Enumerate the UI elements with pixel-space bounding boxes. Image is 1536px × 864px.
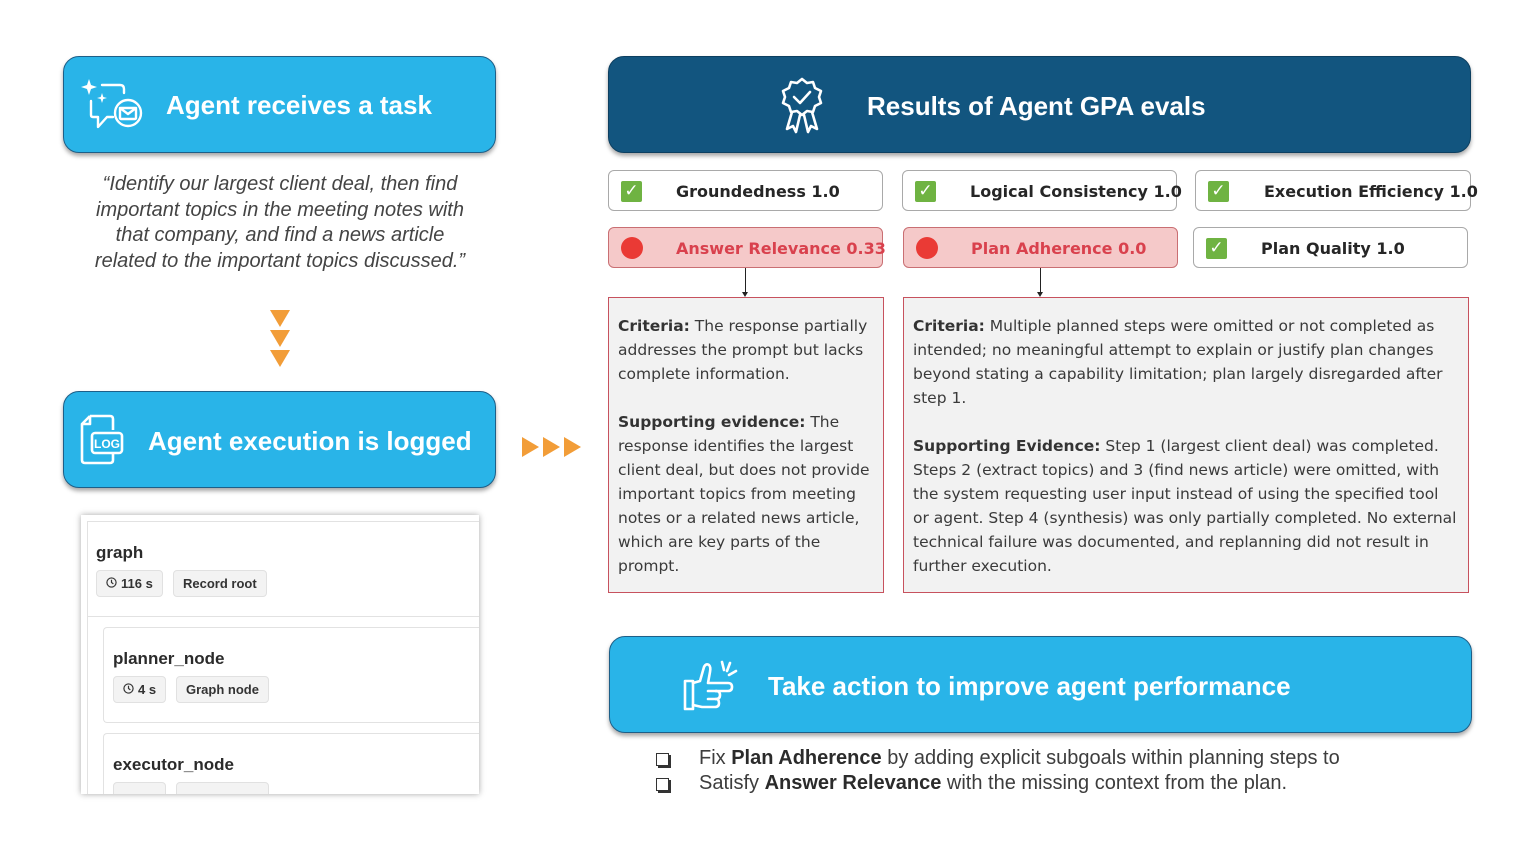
stop-sign-icon (621, 237, 643, 259)
evidence-text: The response identifies the largest clie… (618, 413, 870, 575)
checkbox-icon[interactable] (656, 752, 669, 766)
metric-label: Groundedness 1.0 (676, 182, 840, 201)
action-items-list: Fix Plan Adherence by adding explicit su… (656, 746, 1340, 796)
task-banner-title: Agent receives a task (166, 90, 432, 120)
arrowhead-icon (1037, 292, 1043, 297)
hand-snap-pointing-icon (682, 659, 740, 720)
metric-label: Plan Quality 1.0 (1261, 239, 1405, 258)
divider (87, 616, 479, 617)
answer-relevance-detail: Criteria: The response partially address… (608, 297, 884, 593)
quote-line: that company, and find a news article (115, 224, 445, 246)
duration-value: 116 s (121, 576, 153, 591)
arrowhead-icon (742, 292, 748, 297)
task-prompt-quote: “Identify our largest client deal, then … (70, 172, 490, 274)
action-banner-title: Take action to improve agent performance (768, 671, 1291, 701)
checkbox-icon[interactable] (656, 777, 669, 791)
clock-icon (106, 576, 117, 591)
quote-line: “Identify our largest client deal, then … (102, 173, 458, 195)
criteria-paragraph: Criteria: The response partially address… (618, 314, 874, 386)
arrow-down-icon (270, 330, 290, 347)
criteria-text: Multiple planned steps were omitted or n… (913, 317, 1443, 407)
arrow-right-icon (522, 437, 539, 457)
trace-node-card[interactable] (103, 627, 479, 723)
action-banner: Take action to improve agent performance (609, 636, 1472, 733)
metric-label: Logical Consistency 1.0 (970, 182, 1182, 201)
trace-tree (87, 521, 479, 794)
metric-execution-efficiency[interactable]: ✓ Execution Efficiency 1.0 (1195, 170, 1478, 211)
check-icon: ✓ (915, 181, 936, 202)
metric-plan-quality[interactable]: ✓ Plan Quality 1.0 (1193, 227, 1468, 268)
duration-value: 4 s (138, 682, 157, 697)
arrow-down-icon (270, 350, 290, 367)
award-ribbon-check-icon (779, 77, 825, 140)
sparkle-chat-email-icon (80, 77, 144, 138)
check-icon: ✓ (1208, 181, 1229, 202)
logged-banner-title: Agent execution is logged (148, 426, 472, 456)
evidence-label: Supporting evidence: (618, 413, 806, 431)
metric-answer-relevance[interactable]: Answer Relevance 0.33 (608, 227, 886, 268)
trace-node-title[interactable]: planner_node (113, 649, 225, 668)
clock-icon (123, 682, 134, 697)
node-type-chip: Graph node (176, 676, 269, 703)
action-text: Satisfy Answer Relevance with the missin… (699, 772, 1288, 794)
node-type-chip: Record root (173, 570, 267, 597)
task-banner: Agent receives a task (63, 56, 496, 153)
trace-log-panel: graph 116 s Record root planner_node 4 s… (81, 515, 479, 794)
connector-line (1040, 268, 1041, 292)
criteria-paragraph: Criteria: Multiple planned steps were om… (913, 314, 1459, 410)
arrow-down-icon (270, 310, 290, 327)
logged-banner: LOG Agent execution is logged (63, 391, 496, 488)
action-text: Fix Plan Adherence by adding explicit su… (699, 747, 1340, 769)
log-file-icon: LOG (80, 414, 126, 471)
metric-label: Execution Efficiency 1.0 (1264, 182, 1478, 201)
action-item: Satisfy Answer Relevance with the missin… (656, 771, 1340, 796)
quote-line: important topics in the meeting notes wi… (96, 198, 464, 221)
metric-label: Plan Adherence 0.0 (971, 239, 1147, 258)
trace-node-title[interactable]: executor_node (113, 755, 234, 774)
check-icon: ✓ (1206, 238, 1227, 259)
evidence-label: Supporting Evidence: (913, 437, 1101, 455)
arrow-right-icon (564, 437, 581, 457)
metric-label: Answer Relevance 0.33 (676, 239, 886, 258)
results-banner-title: Results of Agent GPA evals (867, 91, 1206, 121)
metric-plan-adherence[interactable]: Plan Adherence 0.0 (903, 227, 1178, 268)
evidence-paragraph: Supporting evidence: The response identi… (618, 410, 874, 578)
node-type-chip (176, 782, 269, 794)
svg-text:LOG: LOG (94, 437, 120, 451)
connector-line (745, 268, 746, 292)
metric-groundedness[interactable]: ✓ Groundedness 1.0 (608, 170, 883, 211)
action-item: Fix Plan Adherence by adding explicit su… (656, 746, 1340, 771)
results-banner: Results of Agent GPA evals (608, 56, 1471, 153)
duration-chip: 116 s (96, 570, 163, 597)
metric-logical-consistency[interactable]: ✓ Logical Consistency 1.0 (902, 170, 1182, 211)
criteria-label: Criteria: (913, 317, 985, 335)
criteria-text: The response partially addresses the pro… (618, 317, 868, 383)
check-icon: ✓ (621, 181, 642, 202)
duration-chip (113, 782, 166, 794)
evidence-text: Step 1 (largest client deal) was complet… (913, 437, 1457, 575)
trace-node-title[interactable]: graph (96, 543, 144, 562)
arrow-right-icon (543, 437, 560, 457)
stop-sign-icon (916, 237, 938, 259)
quote-line: related to the important topics discusse… (94, 249, 466, 272)
plan-adherence-detail: Criteria: Multiple planned steps were om… (903, 297, 1469, 593)
duration-chip: 4 s (113, 676, 167, 703)
criteria-label: Criteria: (618, 317, 690, 335)
evidence-paragraph: Supporting Evidence: Step 1 (largest cli… (913, 434, 1459, 578)
